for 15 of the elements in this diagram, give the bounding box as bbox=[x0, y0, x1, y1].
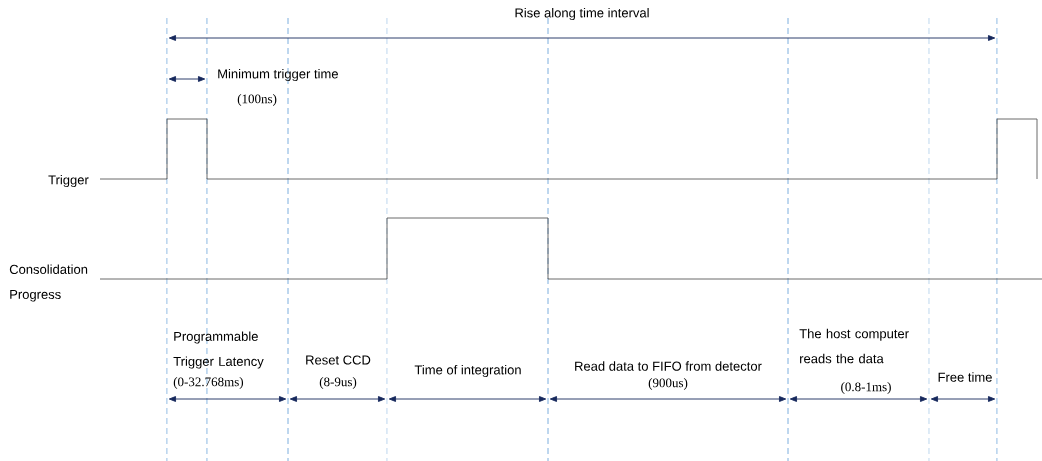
label: Trigger bbox=[48, 174, 89, 188]
label: (900us) bbox=[648, 378, 688, 390]
label: Rise along time interval bbox=[515, 7, 649, 21]
label: Programmable Trigger Latency bbox=[173, 331, 264, 369]
label: Time of integration bbox=[414, 364, 521, 378]
label: Read data to FIFO from detector bbox=[575, 361, 762, 371]
label: Consolidation Progress bbox=[9, 264, 88, 302]
label: Reset CCD bbox=[306, 355, 371, 365]
label: (0.8-1ms) bbox=[841, 382, 891, 394]
label: (100ns) bbox=[237, 94, 277, 106]
label: The host computer reads the data bbox=[799, 328, 909, 364]
label: Minimum trigger time bbox=[218, 68, 338, 82]
label: (8-9us) bbox=[319, 377, 357, 389]
label: (0-32.768ms) bbox=[173, 377, 244, 389]
label: Free time bbox=[938, 372, 992, 382]
